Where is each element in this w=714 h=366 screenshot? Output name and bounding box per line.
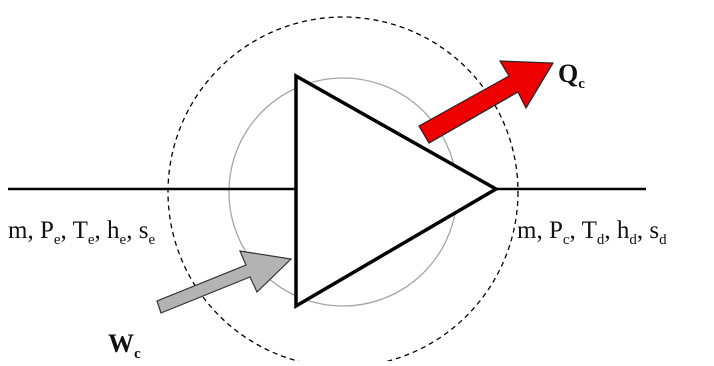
control-volume-boundary — [167, 16, 519, 366]
work-arrow — [156, 250, 293, 314]
heat-label: Qc — [558, 59, 585, 92]
outlet-state-label: m, Pc, Td, hd, sd — [517, 217, 667, 248]
compressor-symbol — [294, 73, 500, 310]
inlet-state-label: m, Pe, Te, he, se — [8, 217, 155, 248]
heat-arrow — [418, 60, 555, 144]
work-label: Wc — [108, 329, 141, 361]
